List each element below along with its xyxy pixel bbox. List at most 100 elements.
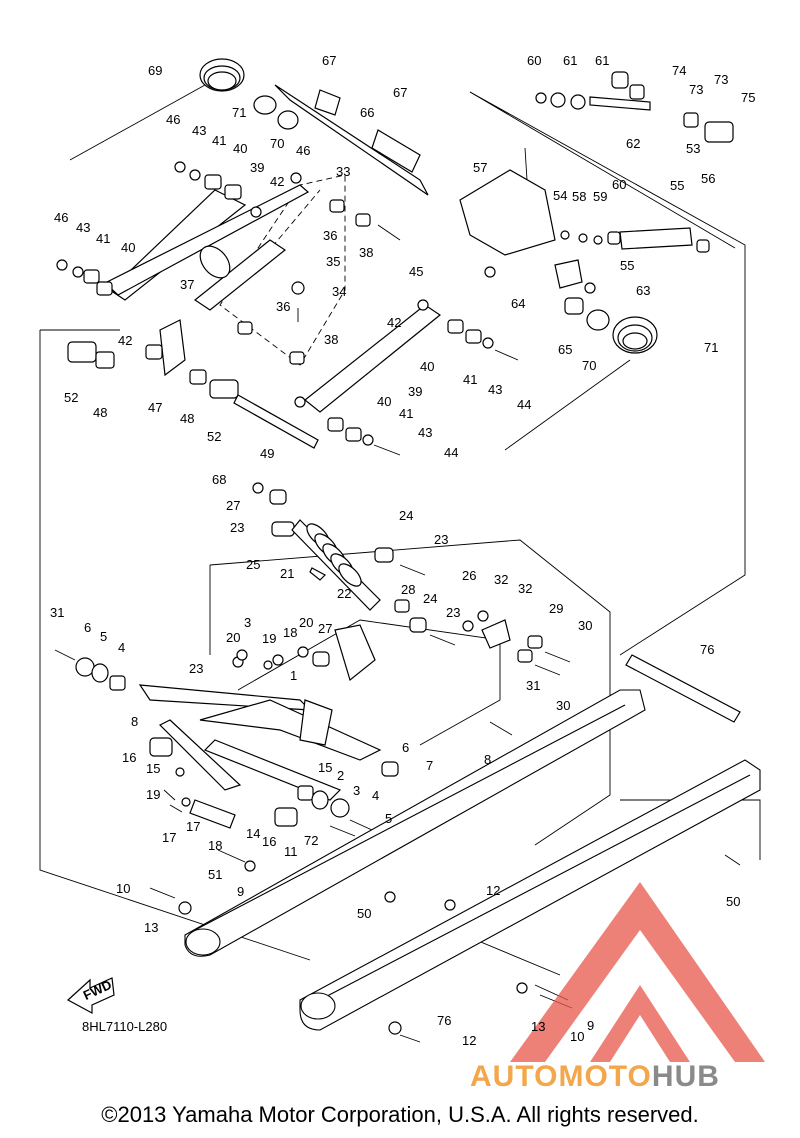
washer-71 (253, 95, 277, 115)
watermark-text: AUTOMOTOHUB (470, 1060, 720, 1094)
watermark-text-part2: HUB (651, 1060, 720, 1093)
washer-60 (535, 92, 547, 104)
collar-24 (271, 521, 295, 537)
nut-61 (550, 92, 566, 108)
bracket-47 (159, 319, 186, 377)
bolt-31b (534, 664, 561, 676)
callout-number: 12 (486, 883, 500, 898)
callout-number: 42 (387, 315, 401, 330)
bolt-13b (399, 1034, 421, 1043)
callout-number: 18 (208, 838, 222, 853)
callout-number: 23 (230, 520, 244, 535)
callout-number: 17 (186, 819, 200, 834)
nut-46 (174, 161, 186, 173)
torsion-spring-69 (199, 58, 245, 92)
washer-43b (72, 266, 84, 278)
callout-number: 28 (401, 582, 415, 597)
callout-number: 34 (332, 284, 346, 299)
washer-19b (175, 767, 185, 777)
callout-number: 66 (360, 105, 374, 120)
collar-3 (109, 675, 126, 691)
rail-right (299, 759, 761, 1031)
bushing-48 (95, 351, 115, 369)
washer-50b (444, 899, 456, 911)
collar-23c (409, 617, 427, 633)
callout-number: 75 (741, 90, 755, 105)
collar-15b (274, 807, 298, 827)
collar-23 (269, 489, 287, 505)
nut-20 (236, 649, 248, 661)
callout-number: 60 (527, 53, 541, 68)
bolt-9 (217, 849, 246, 863)
collar-14 (189, 799, 236, 829)
callout-number: 18 (283, 625, 297, 640)
fwd-arrow: FWD (66, 977, 115, 1015)
collar-23d (312, 651, 330, 667)
bushing-40d (327, 417, 344, 432)
callout-number: 6 (84, 620, 91, 635)
collar-70 (277, 110, 299, 130)
callout-number: 2 (337, 768, 344, 783)
collar-3b (297, 785, 314, 801)
collar-70b (564, 297, 584, 315)
callout-number: 41 (212, 133, 226, 148)
collar-73 (629, 84, 645, 100)
callout-number: 3 (353, 783, 360, 798)
collar-75 (704, 121, 734, 143)
callout-number: 36 (323, 228, 337, 243)
callout-number: 31 (526, 678, 540, 693)
callout-number: 31 (50, 605, 64, 620)
callout-number: 19 (262, 631, 276, 646)
callout-number: 32 (518, 581, 532, 596)
callout-number: 58 (572, 189, 586, 204)
nut-27b (297, 646, 309, 658)
bushing-4 (91, 663, 109, 683)
callout-number: 45 (409, 264, 423, 279)
collar-73b (683, 112, 699, 128)
front-arm-group (54, 649, 741, 872)
callout-number: 15 (318, 760, 332, 775)
shaft-2 (203, 739, 342, 801)
bracket-67b (371, 129, 421, 173)
bolt-44 (494, 349, 519, 361)
callout-number: 70 (582, 358, 596, 373)
callout-number: 14 (246, 826, 260, 841)
washer-42c (294, 396, 306, 408)
callout-number: 61 (595, 53, 609, 68)
callout-number: 13 (144, 920, 158, 935)
callout-number: 72 (304, 833, 318, 848)
collar-74 (611, 71, 629, 89)
callout-number: 7 (426, 758, 433, 773)
callout-number: 10 (570, 1029, 584, 1044)
bolt-76 (489, 721, 513, 736)
shock-21 (291, 519, 381, 611)
collar-8 (381, 761, 399, 777)
callout-number: 62 (626, 136, 640, 151)
callout-number: 5 (385, 811, 392, 826)
callout-number: 55 (670, 178, 684, 193)
collar-36 (237, 321, 253, 335)
callout-number: 5 (100, 629, 107, 644)
bracket-8b (299, 699, 333, 746)
callout-number: 40 (377, 394, 391, 409)
callout-number: 17 (162, 830, 176, 845)
callout-number: 43 (488, 382, 502, 397)
callout-number: 33 (336, 164, 350, 179)
callout-number: 46 (54, 210, 68, 225)
nut-46b (290, 172, 302, 184)
callout-number: 50 (726, 894, 740, 909)
callout-number: 42 (118, 333, 132, 348)
shaft-72 (625, 654, 741, 723)
nut-27 (252, 482, 264, 494)
copyright-notice: ©2013 Yamaha Motor Corporation, U.S.A. A… (101, 1102, 699, 1127)
callout-number: 36 (276, 299, 290, 314)
collar-52b (209, 379, 239, 399)
washer-43 (189, 169, 201, 181)
callout-number: 27 (226, 498, 240, 513)
callout-number: 23 (189, 661, 203, 676)
washer-10b (516, 982, 528, 994)
link-29 (481, 619, 511, 649)
callout-number: 24 (423, 591, 437, 606)
callout-number: 20 (299, 615, 313, 630)
callout-number: 41 (96, 231, 110, 246)
